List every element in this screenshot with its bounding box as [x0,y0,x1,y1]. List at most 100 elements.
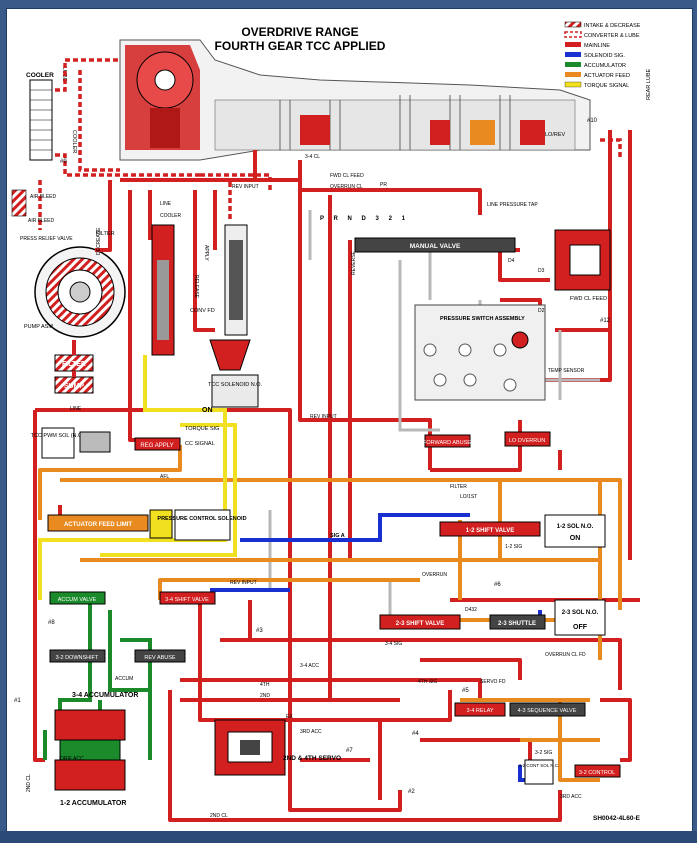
fwd-cl-feed-label: FWD CL FEED [570,296,607,302]
shift-23-valve: 2-3 SHIFT VALVE 2-3 SHUTTLE 2-3 SOL N.O.… [379,599,606,636]
lbl-afl: AFL [160,474,169,480]
legend-label-converter: CONVERTER & LUBE [584,33,640,39]
manual-valve: P R N D 3 2 1 MANUAL VALVE LINE PRESSURE… [320,200,538,253]
lbl-8: #8 [48,620,55,626]
label-12: #12 [600,318,611,324]
lbl-fwd-cl-feed: FWD CL FEED [330,173,364,179]
reg-apply-valve [134,437,181,451]
legend-swatch-accumulator [565,62,581,67]
fwd-clutch-piston: FWD CL FEED [554,229,611,302]
gear-selector: P R N D 3 2 1 [320,216,409,222]
legend-swatch-converter [564,31,582,38]
lbl-34acc: 3-4 ACC [300,663,319,669]
lbl-line: LINE [160,201,172,207]
legend-label-accumulator: ACCUMULATOR [584,63,626,69]
shift-12-valve: 1-2 SHIFT VALVE 1-2 SOL N.O. ON [439,514,606,548]
lbl-3rd-acc: 3RD ACC [300,729,322,735]
line-labels: 3-4 CL OVERRUN CL FWD CL FEED REV INPUT … [14,154,586,819]
legend: INTAKE & DECREASE CONVERTER & LUBE MAINL… [564,21,641,89]
lo-overrun-label: LO OVERRUN [509,438,545,444]
apply-label: APPLY [203,245,209,261]
transmission-case: #10 LO/REV [119,39,598,161]
lbl-1: #1 [14,698,21,704]
sump-label: SUMP [64,383,85,390]
tcc-pwm-label: TCC PWM SOL (N.C.) [31,433,86,439]
legend-swatch-solenoid [565,52,581,57]
filter-label: FILTER [62,361,86,368]
lbl-d4: D4 [508,258,515,264]
lbl-4: #4 [412,731,419,737]
temp-sensor-label: TEMP SENSOR [548,368,585,374]
shift12-label: 1-2 SHIFT VALVE [466,528,514,534]
release-label: RELEASE [193,275,199,299]
lbl-reverse: REVERSE [351,250,357,275]
shift23-label: 2-3 SHIFT VALVE [396,621,444,627]
air-bleed2-label: AIR BLEED [28,218,55,224]
legend-swatch-mainline [565,42,581,47]
line-tap-label: LINE PRESSURE TAP [487,202,538,208]
accum-valve-label: ACCUM VALVE [58,597,97,603]
sol23-state: OFF [573,624,588,631]
lbl-servo-fd: SERVO FD [480,679,506,685]
sequence-43-valve [509,702,586,717]
lbl-34sig: 3-4 SIG [385,641,402,647]
downshift-32-valve [49,649,106,663]
legend-label-torque: TORQUE SIGNAL [584,83,629,89]
accum-valve [49,591,106,605]
diagram-code: SH0042-4L60-E [593,815,641,822]
lbl-rev-input3: REV INPUT [230,580,257,586]
actuator-feed-limit-valve: ACTUATOR FEED LIMIT [47,509,173,539]
press-relief-label: PRESS RELIEF VALVE [20,236,73,242]
lbl-d2: D2 [538,308,545,314]
lbl-d432: D432 [465,607,477,613]
reg-apply-label: REG APPLY [140,443,173,449]
accum12-label: 1-2 ACCUMULATOR [60,800,126,807]
legend-label-mainline: MAINLINE [584,43,610,49]
lbl-6: #6 [494,582,501,588]
manual-valve-label: MANUAL VALVE [410,243,461,250]
servo-2nd-4th: 2ND & 4TH SERVO [214,719,341,776]
lbl-overrun: OVERRUN [422,572,447,578]
lbl-overrun-cl-fd: OVERRUN CL FD [545,652,586,658]
pressure-switch-assembly: PRESSURE SWITCH ASSEMBLY TEMP SENSOR [414,304,585,401]
pump-asm-label: PUMP ASM [24,324,53,330]
air-bleed-label: AIR BLEED [30,194,57,200]
legend-swatch-torque [564,81,582,88]
lbl-pr: PR [380,182,387,188]
lbl-5: #5 [462,688,469,694]
lbl-ex: EX [286,714,293,720]
downshift32-label: 3-2 DOWNSHIFT [56,655,99,661]
lbl-filter: FILTER [450,484,467,490]
lbl-lo1st: LO/1ST [460,494,477,500]
lbl-3rd-acc2: 3RD ACC [560,794,582,800]
lbl-accum: ACCUM [115,676,133,682]
decrease-label: DECREASE [96,227,102,255]
lbl-3: #3 [256,628,263,634]
lo-overrun-valve [504,431,551,447]
tcc-solenoid-label: TCC SOLENOID N.O. [208,382,263,388]
tcc-on-label: ON [202,407,213,414]
converter-lube-lines [38,58,622,230]
bottom-bar [0,831,697,843]
conv-fd-label: CONV FD [190,308,215,314]
lbl-2nd-cl: 2ND CL [26,774,32,792]
cooler: COOLER [26,72,54,161]
legend-label-actuator: ACTUATOR FEED [584,73,630,79]
accumulator-34-12: 3-4 ACCUMULATOR 1-2 ACCUMULATOR [54,692,138,807]
lbl-2nd-cl2: 2ND CL [210,813,228,819]
cooler-v-label: COOLER [71,130,77,153]
tcc-pwm-solenoid: TCC PWM SOL (N.C.) [31,427,111,459]
lbl-12sig: 1-2 SIG [505,544,522,550]
actuator-feed-limit-label: ACTUATOR FEED LIMIT [64,522,132,528]
legend-swatch-intake [564,21,582,28]
legend-label-solenoid: SOLENOID SIG. [584,53,625,59]
lbl-rev-input2: REV INPUT [310,414,337,420]
pressure-switch-label: PRESSURE SWITCH ASSEMBLY [440,316,525,322]
relay-34-valve [454,702,506,717]
label-10: #10 [587,118,598,124]
servo-label: 2ND & 4TH SERVO [283,755,341,762]
label-9: #9 [60,159,67,165]
lbl-cooler: COOLER [160,213,182,219]
